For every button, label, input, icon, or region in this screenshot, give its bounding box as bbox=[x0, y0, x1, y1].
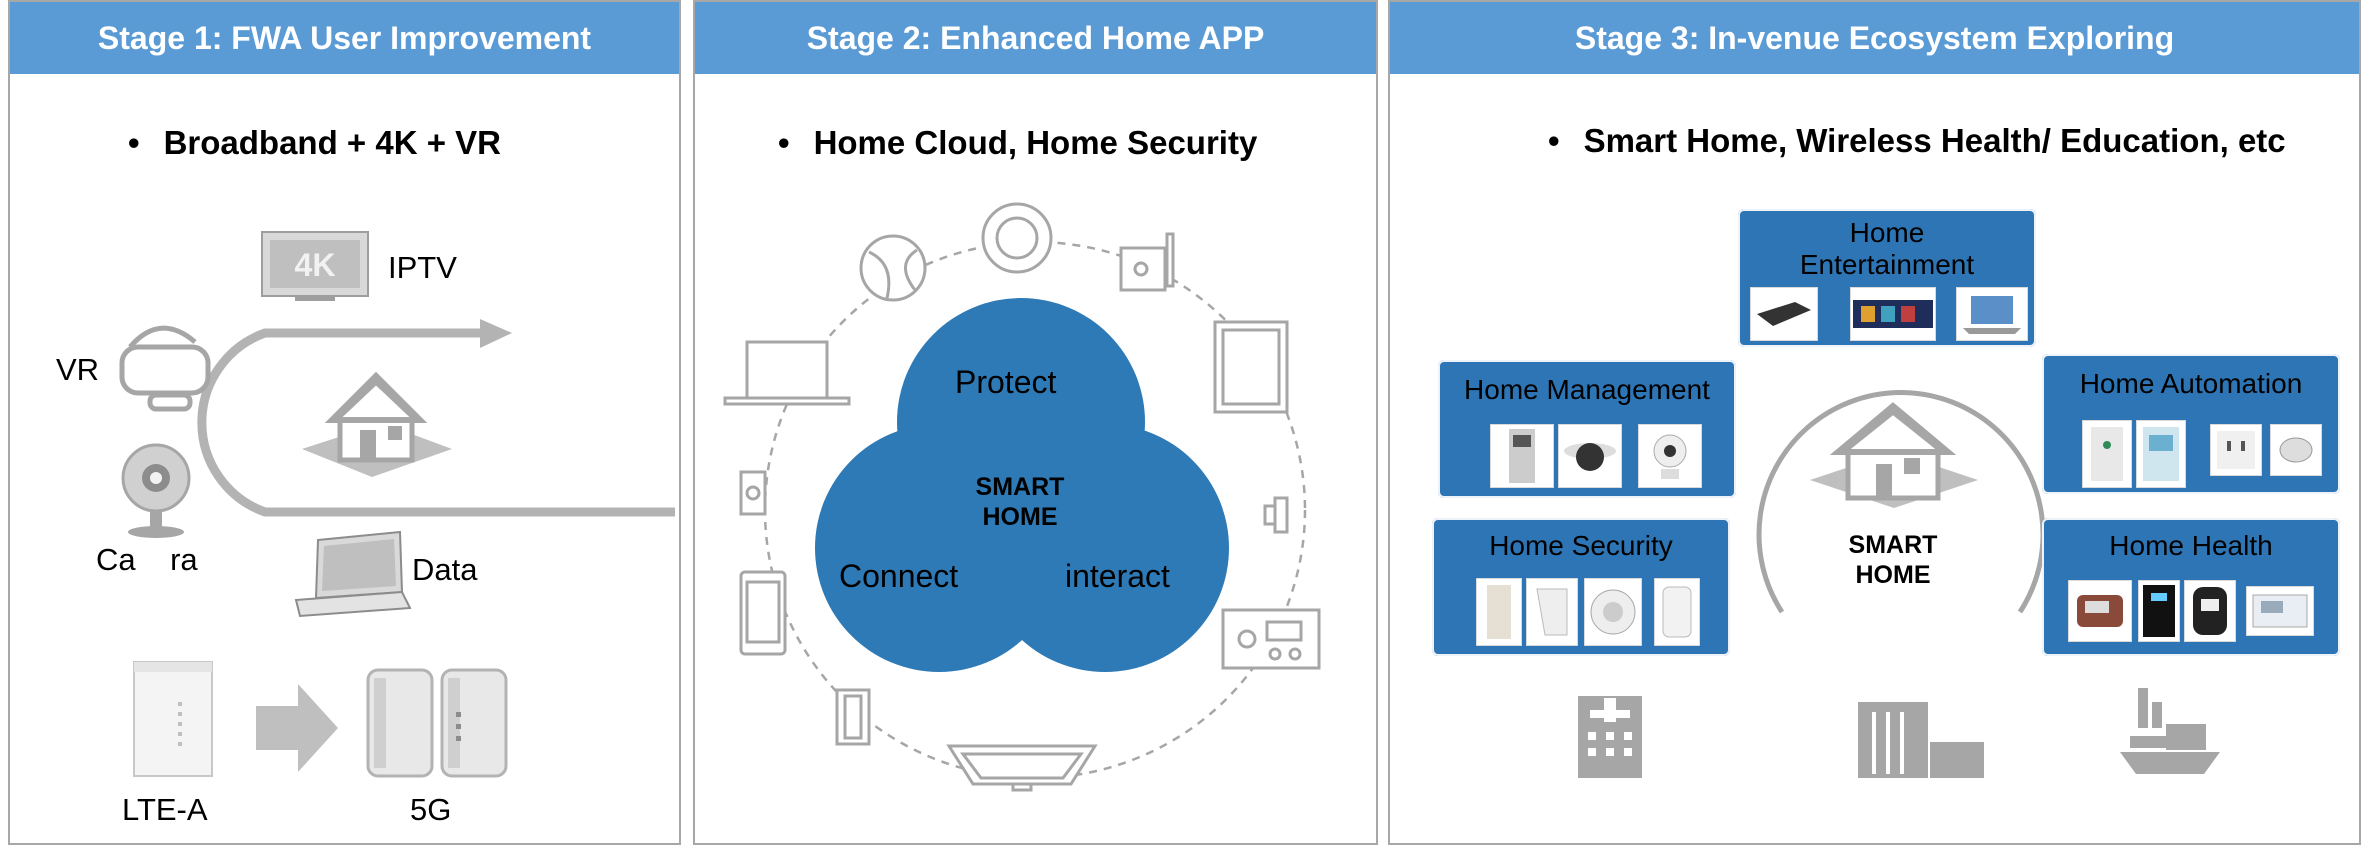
entertainment-line1: Home bbox=[1849, 217, 1925, 248]
4k-tv-icon: 4K bbox=[261, 231, 369, 301]
data-label: Data bbox=[412, 552, 478, 587]
stage3-header: Stage 3: In-venue Ecosystem Exploring bbox=[1390, 2, 2359, 74]
cloud-label-connect: Connect bbox=[839, 558, 959, 594]
oximeter-icon bbox=[2184, 580, 2236, 642]
home-health-title: Home Health bbox=[2109, 530, 2273, 561]
svg-text:4K: 4K bbox=[295, 247, 336, 283]
home-entertainment-box: Home Entertainment bbox=[1738, 209, 2036, 347]
home-security-title: Home Security bbox=[1489, 530, 1673, 561]
laptop-icon bbox=[294, 530, 412, 618]
home-management-title: Home Management bbox=[1464, 374, 1710, 405]
phone-icon bbox=[739, 570, 787, 656]
hospital-icon bbox=[1578, 696, 1642, 778]
stage1-bullet: • Broadband + 4K + VR bbox=[128, 124, 501, 162]
bullet-dot: • bbox=[128, 124, 140, 161]
stage2-bullet-text: Home Cloud, Home Security bbox=[813, 124, 1258, 161]
stage1-title: Stage 1: FWA User Improvement bbox=[97, 19, 592, 56]
home-automation-title: Home Automation bbox=[2079, 368, 2303, 399]
door-sensor-icon bbox=[1476, 578, 1522, 646]
stage2-title: Stage 2: Enhanced Home APP bbox=[806, 19, 1265, 56]
projector-icon bbox=[1119, 232, 1175, 292]
stage3-panel: Stage 3: In-venue Ecosystem Exploring • S… bbox=[1388, 0, 2361, 845]
cloud-center-label: SMART HOME bbox=[945, 472, 1095, 532]
house-icon bbox=[1810, 402, 1978, 508]
plug-icon bbox=[1263, 496, 1289, 534]
home-entertainment-title: Home Entertainment bbox=[1738, 217, 2036, 281]
intercom-icon bbox=[1490, 424, 1554, 488]
lte-label: LTE-A bbox=[122, 792, 208, 827]
socket-icon bbox=[739, 470, 767, 516]
stage3-bullet: • Smart Home, Wireless Health/ Education,… bbox=[1548, 122, 2286, 160]
entertainment-line2: Entertainment bbox=[1799, 249, 1975, 280]
laptop-icon bbox=[723, 340, 851, 406]
stage1-header: Stage 1: FWA User Improvement bbox=[10, 2, 679, 74]
thermostat-icon bbox=[2136, 420, 2186, 488]
tv-icon bbox=[946, 744, 1098, 792]
house-icon bbox=[302, 371, 452, 477]
stage1-bullet-text: Broadband + 4K + VR bbox=[163, 124, 501, 161]
cloud-label-protect: Protect bbox=[955, 364, 1057, 400]
stage2-panel: Stage 2: Enhanced Home APP • Home Cloud, … bbox=[693, 0, 1378, 845]
arrow-right-icon bbox=[256, 684, 338, 772]
ship-icon bbox=[2120, 688, 2220, 774]
stage2-header: Stage 2: Enhanced Home APP bbox=[695, 2, 1376, 74]
camera-icon bbox=[121, 443, 191, 538]
ptz-camera-icon bbox=[1638, 424, 1702, 488]
home-health-box: Home Health bbox=[2042, 518, 2340, 656]
stage2-illustration bbox=[723, 202, 1321, 792]
stage2-bullet: • Home Cloud, Home Security bbox=[778, 124, 1257, 162]
scale-icon bbox=[2138, 580, 2180, 642]
vr-headset-icon bbox=[119, 325, 211, 412]
5g-router-icon bbox=[366, 668, 508, 778]
vr-label: VR bbox=[56, 352, 100, 387]
cloud-shape bbox=[815, 298, 1229, 672]
wall-outlet-icon bbox=[2210, 424, 2262, 476]
switch-icon bbox=[835, 688, 871, 746]
motion-sensor-icon bbox=[1526, 578, 1578, 646]
tv-screen-icon bbox=[1850, 287, 1936, 341]
iptv-label: IPTV bbox=[388, 250, 457, 285]
stage3-center-line1: SMART bbox=[1848, 531, 1938, 559]
5g-label: 5G bbox=[410, 792, 452, 827]
ball-icon bbox=[859, 234, 927, 302]
monitor-icon bbox=[2246, 586, 2314, 636]
home-automation-box: Home Automation bbox=[2042, 354, 2340, 494]
media-box-icon bbox=[1750, 287, 1818, 341]
bullet-dot: • bbox=[778, 124, 790, 161]
cloud-center-line2: HOME bbox=[982, 503, 1058, 531]
office-building-icon bbox=[1858, 702, 1984, 778]
ring-icon bbox=[981, 202, 1053, 274]
dome-camera-icon bbox=[1558, 424, 1622, 488]
stage1-panel: Stage 1: FWA User Improvement • Broadband… bbox=[8, 0, 681, 845]
stage3-center-line2: HOME bbox=[1855, 561, 1931, 589]
gas-sensor-icon bbox=[1654, 578, 1700, 646]
cloud-center-line1: SMART bbox=[975, 473, 1065, 501]
wall-panel-icon bbox=[2082, 420, 2132, 488]
stage3-center-label: SMART HOME bbox=[1818, 530, 1968, 590]
blood-pressure-icon bbox=[2068, 580, 2132, 642]
stage3-title: Stage 3: In-venue Ecosystem Exploring bbox=[1574, 19, 2175, 56]
camera-label: Ca ra bbox=[96, 542, 198, 577]
stage1-illustration: 4K bbox=[119, 231, 675, 778]
radio-icon bbox=[1221, 608, 1321, 670]
stage3-illustration bbox=[1578, 390, 2220, 778]
smoke-detector-icon bbox=[1584, 578, 1642, 646]
laptop-icon bbox=[1956, 287, 2028, 341]
home-management-box: Home Management bbox=[1438, 360, 1736, 498]
bullet-dot: • bbox=[1548, 122, 1560, 159]
tablet-icon bbox=[1213, 320, 1289, 414]
home-security-box: Home Security bbox=[1432, 518, 1730, 656]
lte-router-icon bbox=[133, 661, 213, 777]
smart-bulb-icon bbox=[2270, 424, 2322, 476]
stage3-bullet-text: Smart Home, Wireless Health/ Education, … bbox=[1583, 122, 2286, 159]
cloud-label-interact: interact bbox=[1065, 558, 1170, 594]
